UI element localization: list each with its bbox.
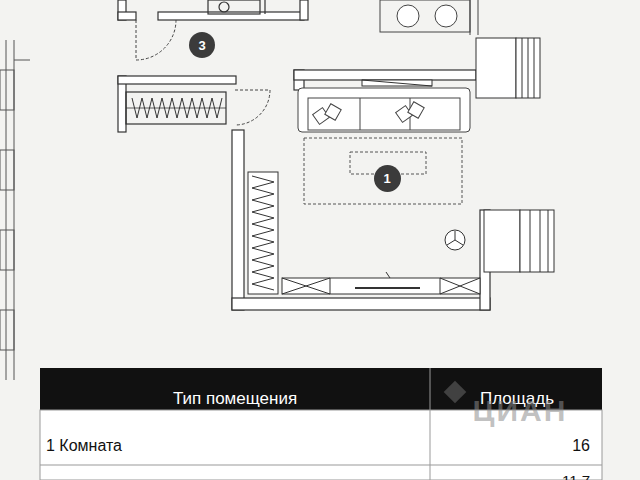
callout-number: 1 (383, 171, 390, 186)
callout-circle: 1 (374, 165, 401, 192)
watermark: ЦИАН (473, 394, 568, 428)
table-cell: 1 Комната (46, 437, 122, 455)
table-header: Тип помещения (173, 389, 297, 409)
callout-number: 3 (198, 38, 205, 53)
table-cell: 11.7 (562, 472, 590, 480)
table-cell: 16 (572, 437, 590, 455)
callout-circle: 3 (189, 32, 215, 58)
